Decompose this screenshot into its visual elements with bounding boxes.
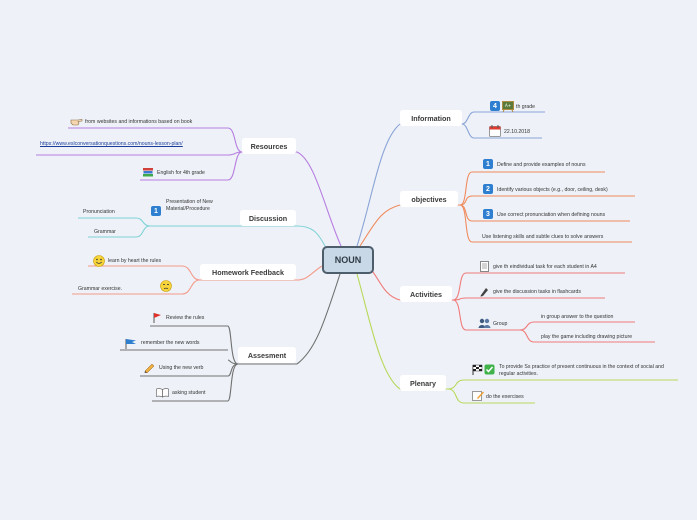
books-icon	[142, 166, 154, 178]
discussion-item-grammar[interactable]: Grammar	[94, 229, 116, 235]
pen-icon	[479, 286, 490, 297]
activity-group-label[interactable]: Group	[493, 321, 508, 327]
people-icon	[478, 318, 491, 329]
resource-link[interactable]: https://www.eslconversationquestions.com…	[40, 141, 183, 147]
branch-discussion[interactable]: Discussion	[240, 210, 296, 226]
group-activity-item[interactable]: play the game including drawing picture	[541, 334, 633, 340]
svg-text:A+: A+	[505, 103, 511, 108]
branch-resources[interactable]: Resources	[242, 138, 296, 154]
calendar-icon	[489, 125, 501, 137]
assessment-item[interactable]: Using the new verb	[159, 365, 204, 371]
discussion-item-pronunciation[interactable]: Pronunciation	[83, 209, 115, 215]
assessment-item[interactable]: asking student	[172, 390, 206, 396]
note-pencil-icon	[472, 390, 484, 401]
activity-item[interactable]: give th eindividual task for each studen…	[493, 264, 597, 270]
pencil-icon	[144, 362, 156, 373]
red-flag-icon	[152, 312, 162, 323]
grade-text: th grade	[516, 104, 536, 110]
activity-item[interactable]: give the discussion tasks in flashcards	[493, 289, 581, 295]
objective-number-2: 2	[483, 184, 493, 194]
objective-item[interactable]: Identify various objects (e.g., door, ce…	[497, 187, 608, 193]
plenary-item[interactable]: do the exercises	[486, 394, 524, 400]
resource-item[interactable]: English for 4th grade	[157, 170, 205, 176]
branch-objectives[interactable]: objectives	[400, 191, 458, 207]
sad-face-icon	[160, 280, 172, 292]
open-book-icon	[156, 387, 169, 398]
discussion-topic[interactable]: Presentation of New Material/Procedure	[166, 199, 213, 212]
homework-item[interactable]: Grammar exercise.	[78, 286, 123, 292]
checkmark-icon	[484, 364, 495, 375]
objective-item[interactable]: Use listening skills and subtle clues to…	[482, 234, 604, 240]
blue-flag-icon	[124, 338, 137, 349]
plenary-item[interactable]: To provide Ss practice of present contin…	[499, 364, 664, 377]
hand-pointing-icon	[70, 116, 83, 126]
assessment-item[interactable]: Review the rules	[166, 315, 205, 321]
checkered-flag-icon	[472, 364, 483, 375]
central-topic[interactable]: NOUN	[322, 246, 374, 274]
objective-item[interactable]: Use correct pronunciation when defining …	[497, 212, 606, 218]
date-text: 22.10.2018	[504, 129, 530, 135]
homework-item[interactable]: learn by heart the rules	[108, 258, 162, 264]
discussion-number-badge: 1	[151, 206, 161, 216]
document-icon	[479, 261, 490, 272]
branch-assessment[interactable]: Assesment	[238, 347, 296, 363]
branch-plenary[interactable]: Plenary	[400, 375, 446, 391]
assessment-item[interactable]: remember the new words	[141, 340, 200, 346]
grade-number-badge: 4	[490, 101, 500, 111]
smiley-icon	[93, 255, 105, 267]
branch-information[interactable]: Information	[400, 110, 462, 126]
branch-homework-feedback[interactable]: Homework Feedback	[200, 264, 296, 280]
group-activity-item[interactable]: in group answer to the question	[541, 314, 614, 320]
blackboard-icon: A+	[502, 100, 514, 112]
objective-number-3: 3	[483, 209, 493, 219]
objective-item[interactable]: Define and provide examples of nouns	[497, 162, 586, 168]
objective-number-1: 1	[483, 159, 493, 169]
branch-activities[interactable]: Activities	[400, 286, 452, 302]
resource-item[interactable]: from websites and informations based on …	[85, 119, 193, 125]
